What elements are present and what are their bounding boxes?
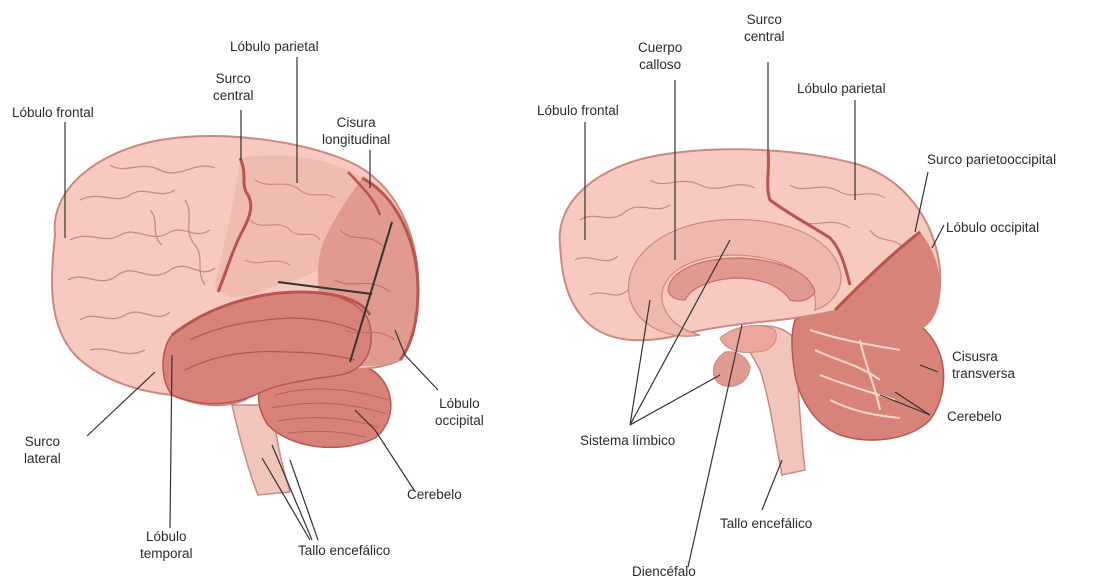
label-longitudinal-fissure: Cisura longitudinal bbox=[322, 114, 390, 148]
label-central-sulcus-left: Surco central bbox=[213, 70, 254, 104]
label-parietal-lobe-left: Lóbulo parietal bbox=[230, 38, 319, 55]
label-cerebellum-left: Cerebelo bbox=[407, 486, 462, 503]
lateral-brain-view bbox=[52, 136, 418, 495]
label-occipital-lobe-left: Lóbulo occipital bbox=[435, 395, 484, 429]
label-occipital-lobe-right: Lóbulo occipital bbox=[946, 219, 1039, 236]
label-central-sulcus-right: Surco central bbox=[744, 11, 785, 45]
label-limbic-system: Sistema límbico bbox=[580, 432, 675, 449]
label-diencephalon: Diencéfalo bbox=[632, 563, 696, 580]
label-parietooccipital-sulcus: Surco parietooccipital bbox=[927, 151, 1056, 168]
midsagittal-brain-view bbox=[560, 149, 944, 475]
sagittal-diencephalon bbox=[720, 326, 776, 353]
label-corpus-callosum: Cuerpo calloso bbox=[638, 39, 682, 73]
label-parietal-lobe-right: Lóbulo parietal bbox=[797, 80, 886, 97]
label-temporal-lobe: Lóbulo temporal bbox=[140, 528, 193, 562]
label-transverse-fissure: Cisusra transversa bbox=[952, 348, 1015, 382]
label-brainstem-right: Tallo encefálico bbox=[720, 515, 812, 532]
label-frontal-lobe-left: Lóbulo frontal bbox=[12, 104, 94, 121]
label-cerebellum-right: Cerebelo bbox=[947, 408, 1002, 425]
label-frontal-lobe-right: Lóbulo frontal bbox=[537, 102, 619, 119]
label-lateral-sulcus: Surco lateral bbox=[24, 433, 61, 467]
label-brainstem-left: Tallo encefálico bbox=[298, 542, 390, 559]
